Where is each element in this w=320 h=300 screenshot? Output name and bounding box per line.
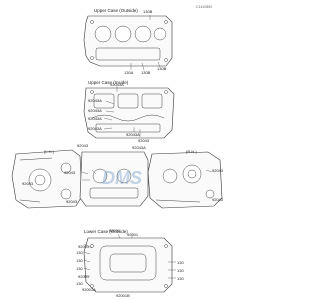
callout-label: 130 xyxy=(76,258,83,263)
callout-label: 92043 xyxy=(212,168,224,173)
callout-label: 92043 xyxy=(64,170,76,175)
section-title-upper-inside: Upper Case (Inside) xyxy=(88,80,129,85)
callout-label: 92043A xyxy=(88,98,102,103)
callout-label: 130 xyxy=(177,276,184,281)
document-code: C1410892 xyxy=(196,5,213,9)
upper-case-outside-drawing xyxy=(83,15,173,71)
callout-label: 92043 xyxy=(138,138,150,143)
callout-label: 92043 xyxy=(22,181,34,186)
crankcase-left-drawing xyxy=(11,149,83,209)
lower-case-outside-drawing xyxy=(83,233,176,293)
callout-label: 92001 xyxy=(78,244,90,249)
callout-label: 130 xyxy=(76,250,83,255)
section-title-lower-outside: Lower Case (Outside) xyxy=(84,229,128,234)
section-title-upper-outside: Upper Case (Outside) xyxy=(94,8,138,13)
callout-label: 92001A xyxy=(82,287,96,292)
callout-label: 130B xyxy=(141,70,151,75)
callout-label: 92043A xyxy=(88,108,102,113)
callout-label: 92043A xyxy=(110,82,124,87)
crankcase-right-drawing xyxy=(147,151,223,209)
callout-label: 92001B xyxy=(116,293,130,298)
callout-label: 130 xyxy=(76,281,83,286)
callout-label: 92043A xyxy=(132,145,146,150)
callout-label: 130B xyxy=(143,9,153,14)
callout-label: 92043A xyxy=(126,132,140,137)
callout-label: 130A xyxy=(124,70,134,75)
right-hand-label: (R.H.) xyxy=(186,149,197,154)
crankcase-diagram xyxy=(11,15,223,293)
callout-label: 130B xyxy=(157,66,167,71)
callout-label: 92043 xyxy=(77,143,89,148)
callout-label: 130 xyxy=(76,266,83,271)
callout-label: 92043A xyxy=(88,116,102,121)
callout-label: 92001 xyxy=(127,232,139,237)
callout-label: 92001 xyxy=(109,228,121,233)
callout-label: 130 xyxy=(177,268,184,273)
callout-label: 92001 xyxy=(78,274,90,279)
callout-label: 92043A xyxy=(88,126,102,131)
callout-label: 92043 xyxy=(212,197,224,202)
left-hand-label: (L.H.) xyxy=(44,149,54,154)
upper-case-inside-drawing xyxy=(83,86,175,139)
crankcase-center-drawing xyxy=(79,151,149,207)
watermark-logo: DMS xyxy=(102,168,142,188)
callout-label: 130 xyxy=(177,260,184,265)
callout-label: 92043 xyxy=(66,199,78,204)
